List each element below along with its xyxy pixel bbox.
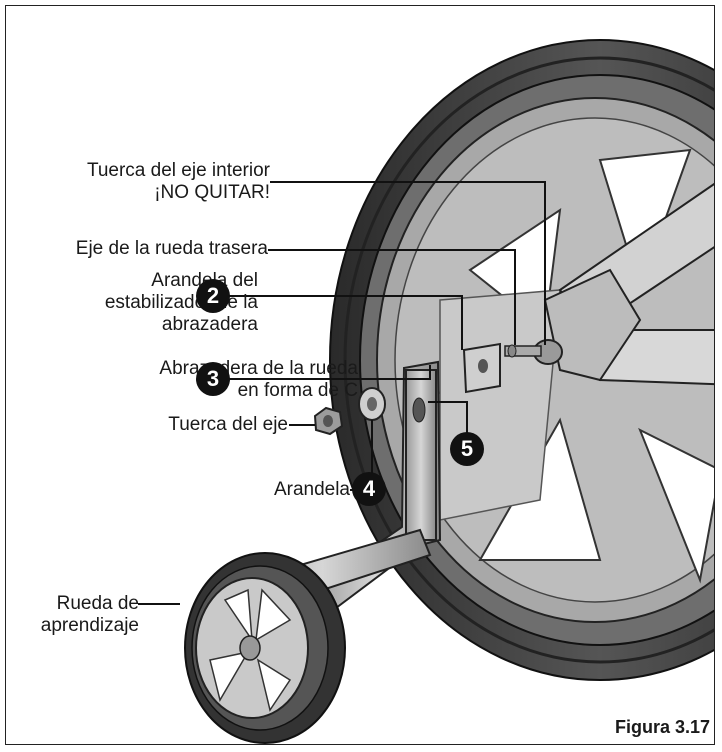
training-wheel-label: Rueda de aprendizaje: [41, 593, 139, 637]
inner-axle-nut-label-line2: ¡NO QUITAR!: [154, 182, 270, 203]
rear-axle-label-text: Eje de la rueda trasera: [75, 238, 268, 259]
axle-nut-part: [313, 406, 344, 436]
c-bracket-label: Abrazadera de la rueda en forma de C: [159, 358, 358, 402]
washer-part: [358, 387, 386, 421]
step-badge-3: 3: [196, 362, 230, 396]
inner-axle-nut-label-line1: Tuerca del eje interior: [86, 160, 270, 181]
bike-frame: [533, 182, 714, 386]
step-badge-4: 4: [352, 472, 386, 506]
inner-axle-nut-label: Tuerca del eje interior ¡NO QUITAR!: [87, 160, 270, 204]
c-bracket-label-line2: en forma de C: [237, 380, 358, 401]
rear-axle-label: Eje de la rueda trasera: [76, 238, 268, 260]
step-badge-5: 5: [450, 432, 484, 466]
stabilizer-washer-label-line3: abrazadera: [161, 314, 258, 335]
training-wheel-label-line1: Rueda de: [56, 593, 139, 614]
training-wheel: [184, 552, 346, 744]
stabilizer-washer-label-line1: Arandela del: [151, 270, 258, 291]
washer-label: Arandela: [274, 479, 350, 501]
leader-lines: [138, 181, 546, 605]
figure-label: Figura 3.17: [614, 717, 710, 737]
c-bracket-label-line1: Abrazadera de la rueda: [159, 358, 358, 379]
axle-bolt: [504, 344, 542, 358]
axle-nut-label: Tuerca del eje: [168, 414, 288, 436]
axle-nut-label-text: Tuerca del eje: [168, 414, 288, 435]
stabilizer-washer-label: Arandela del estabilizador de la abrazad…: [105, 270, 258, 336]
stabilizer-washer-label-line2: estabilizador de la: [104, 292, 258, 313]
washer-label-text: Arandela: [273, 479, 350, 500]
step-badge-2: 2: [196, 279, 230, 313]
training-wheel-label-line2: aprendizaje: [40, 615, 139, 636]
stabilizer-washer: [462, 342, 501, 394]
